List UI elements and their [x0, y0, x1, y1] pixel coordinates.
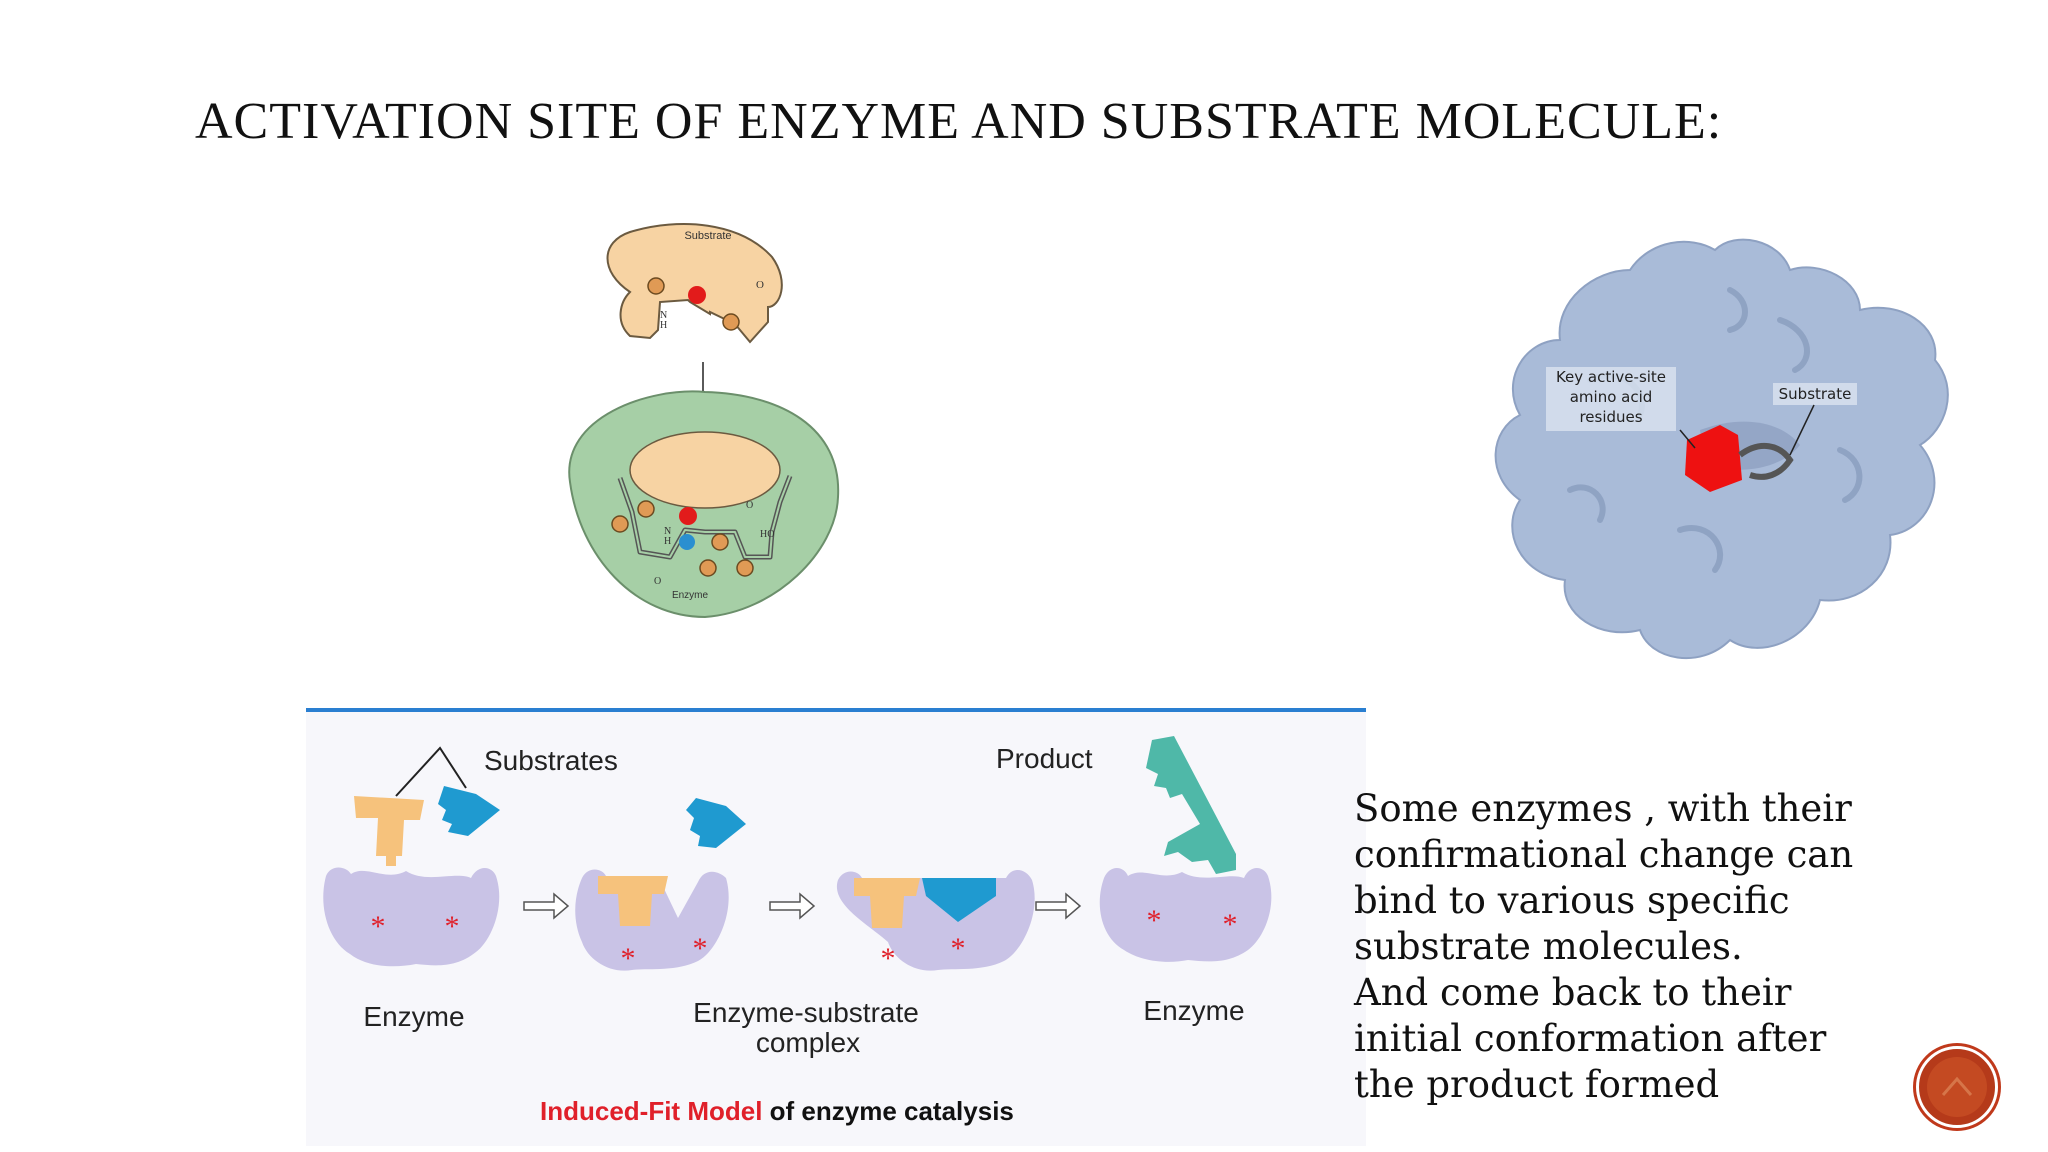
body-text: Some enzymes , with their confirmational…	[1354, 786, 1954, 1108]
active-site-residues	[1685, 425, 1742, 492]
protein-surface-image: Key active-site amino acid residues Subs…	[1494, 238, 1949, 660]
svg-text:H: H	[660, 320, 667, 331]
slide-title: ACTIVATION SITE OF ENZYME AND SUBSTRATE …	[195, 93, 1723, 150]
active-site-label-2: amino acid	[1570, 388, 1653, 406]
svg-text:O: O	[756, 279, 764, 291]
enzyme-label: Enzyme	[672, 590, 709, 601]
svg-text:O: O	[654, 576, 661, 587]
svg-text:H: H	[664, 536, 671, 547]
substrate-blob	[606, 223, 783, 344]
svg-text:*: *	[1147, 904, 1162, 937]
svg-text:*: *	[621, 942, 636, 975]
svg-text:*: *	[1223, 908, 1238, 941]
enzyme-label-left: Enzyme	[363, 1001, 464, 1032]
slide-nav-icon	[1927, 1057, 1987, 1117]
substrate-blue-2	[686, 798, 746, 848]
active-site-label-1: Key active-site	[1556, 368, 1666, 386]
substrate-molecule	[1738, 443, 1794, 480]
substrate-label: Substrate	[684, 230, 731, 242]
body-line: the product formed	[1354, 1063, 1720, 1106]
complex-label-2: complex	[756, 1027, 860, 1058]
svg-text:O: O	[746, 500, 753, 511]
enzyme-label-right: Enzyme	[1143, 995, 1244, 1026]
substrates-label: Substrates	[484, 745, 618, 776]
caption-highlight: Induced-Fit Model	[540, 1096, 762, 1126]
substrate-blue	[438, 786, 500, 836]
body-line: Some enzymes , with their	[1354, 787, 1852, 830]
complex-label-1: Enzyme-substrate	[693, 997, 919, 1028]
body-line: substrate molecules.	[1354, 925, 1743, 968]
body-line: initial conformation after	[1354, 1017, 1827, 1060]
slide-nav-button[interactable]	[1916, 1046, 1998, 1128]
induced-fit-diagram: Substrates * * Enzyme * * Enzyme-substra…	[306, 708, 1366, 1146]
svg-text:*: *	[371, 910, 386, 943]
substrate-orange	[354, 796, 424, 866]
protein-substrate-label: Substrate	[1779, 385, 1852, 403]
svg-text:N: N	[660, 310, 667, 321]
product-label: Product	[996, 743, 1093, 774]
active-site-label-3: residues	[1579, 408, 1642, 426]
enzyme-1	[323, 867, 500, 967]
svg-text:*: *	[445, 910, 460, 943]
body-line: And come back to their	[1354, 971, 1792, 1014]
active-site-diagram: Substrate O N H N H O HO O Enzyme	[568, 223, 840, 619]
svg-text:*: *	[881, 942, 896, 975]
figure-caption: Induced-Fit Model of enzyme catalysis	[540, 1096, 1014, 1126]
enzyme-4	[1099, 868, 1272, 962]
body-line: confirmational change can	[1354, 833, 1854, 876]
product	[1146, 736, 1236, 874]
body-line: bind to various specific	[1354, 879, 1790, 922]
svg-text:HO: HO	[760, 529, 774, 540]
svg-text:*: *	[951, 932, 966, 965]
svg-text:N: N	[664, 526, 671, 537]
caption-rest: of enzyme catalysis	[762, 1096, 1013, 1126]
enzyme-2	[575, 869, 729, 971]
svg-text:*: *	[693, 932, 708, 965]
